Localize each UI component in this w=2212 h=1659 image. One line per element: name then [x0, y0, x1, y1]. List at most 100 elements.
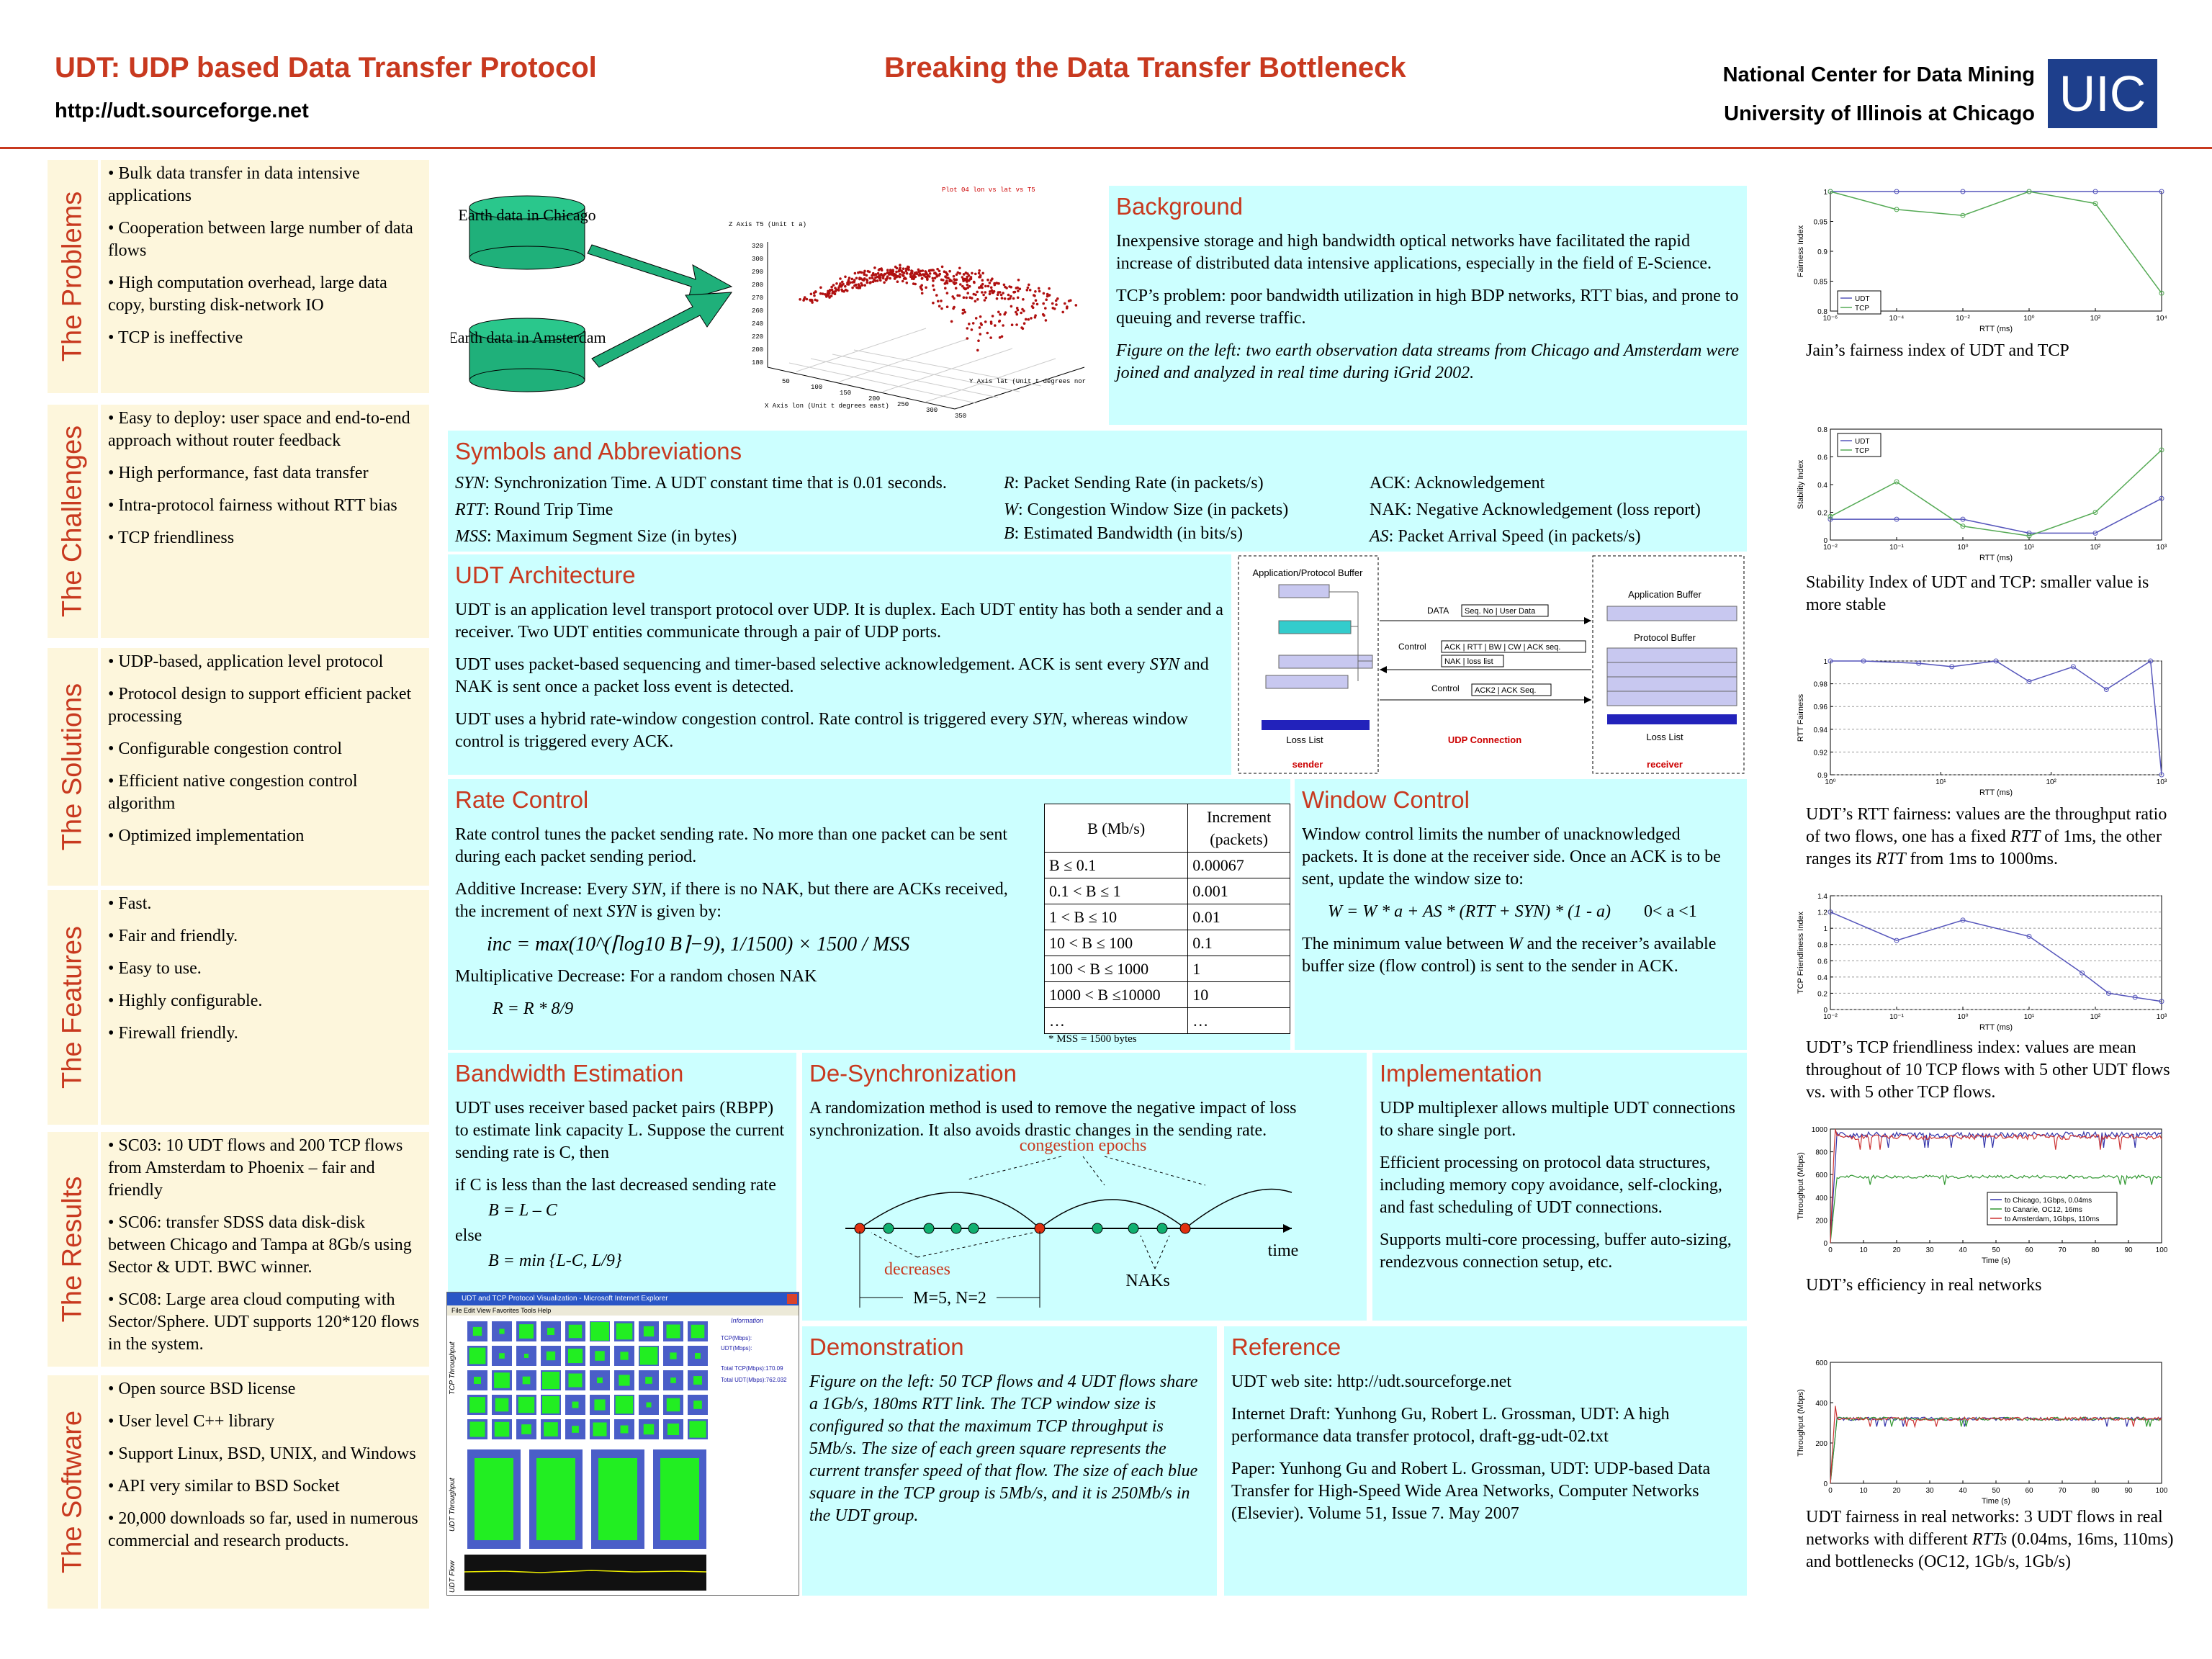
scatter-point [866, 269, 870, 273]
y-tick-label: 1 [1823, 925, 1827, 933]
data-point [2026, 189, 2032, 194]
list-item: • TCP is ineffective [108, 328, 243, 347]
scatter-point [874, 276, 877, 279]
scatter-point [974, 317, 978, 320]
list-item: • Fast. [108, 894, 152, 913]
data-point [1894, 938, 1899, 943]
series-line [1830, 1174, 2162, 1244]
tcp-flow-rate [546, 1351, 556, 1361]
tcp-flow-rate [494, 1372, 510, 1388]
scatter-point [863, 271, 866, 274]
section-title: Bandwidth Estimation [455, 1060, 684, 1087]
series-line [1830, 449, 2162, 536]
x-axis-label: Time (s) [1982, 1256, 2010, 1265]
x-tick-label: 90 [2124, 1246, 2133, 1254]
legend-label: TCP [1855, 305, 1869, 313]
scatter-point [866, 281, 869, 284]
plot-area [1830, 660, 2162, 775]
scatter-point [1015, 310, 1017, 314]
scatter-point [880, 269, 884, 272]
series-line [1830, 1130, 2162, 1244]
tcp-flow-grid [467, 1321, 708, 1439]
scatter-point [1067, 300, 1071, 302]
scatter-point [978, 326, 981, 329]
list-item: • Efficient native congestion control al… [108, 772, 358, 813]
scatter-point [984, 291, 987, 294]
data-point [1960, 189, 1966, 194]
scatter-point [829, 289, 832, 292]
list-item: • Intra-protocol fairness without RTT bi… [108, 496, 397, 515]
data-point [2092, 189, 2098, 194]
tcp-flow-rate [646, 1402, 652, 1408]
scatter-point [989, 286, 993, 289]
challenges-list: • Easy to deploy: user space and end-to-… [101, 405, 429, 638]
tab-challenges: The Challenges [48, 405, 98, 638]
scatter-point [922, 274, 926, 277]
scatter-point [878, 276, 881, 279]
scatter-point [832, 290, 836, 293]
tab-problems: The Problems [48, 160, 98, 393]
tcp-flow-rate [521, 1424, 531, 1434]
list-item: • TCP friendliness [108, 529, 235, 547]
list-item: • Cooperation between large number of da… [108, 219, 413, 260]
scatter-point [991, 277, 994, 280]
x-tick-label: 90 [2124, 1487, 2133, 1495]
scatter-point [814, 298, 817, 302]
scatter-point [1030, 317, 1033, 320]
tcp-flow-rate [469, 1347, 486, 1364]
x-axis-label: Time (s) [1982, 1497, 2010, 1506]
x-tick-label: 60 [2025, 1246, 2033, 1254]
y-tick-label: 0.6 [1817, 454, 1827, 462]
scatter-point [1031, 306, 1035, 310]
section-title: De-Synchronization [809, 1060, 1017, 1087]
scatter-point [1065, 307, 1069, 310]
scatter-point [835, 282, 838, 285]
close-icon[interactable] [787, 1294, 797, 1304]
y-tick-label: 0.9 [1817, 772, 1827, 780]
svg-text:280: 280 [752, 282, 763, 289]
y-tick-label: 0.85 [1814, 279, 1828, 287]
data-point [2092, 201, 2098, 207]
data-point [2026, 530, 2032, 536]
scatter-point [893, 277, 896, 280]
y-axis-label: Y Axis lat (Unit t degrees nor [969, 378, 1086, 385]
scatter-point [1024, 318, 1028, 321]
udp-connection-label: UDP Connection [1448, 734, 1521, 745]
menu-bar[interactable]: File Edit View Favorites Tools Help [447, 1305, 799, 1316]
list-item: • Highly configurable. [108, 992, 263, 1010]
window-titlebar: UDT and TCP Protocol Visualization - Mic… [447, 1292, 799, 1305]
series-line [1830, 1416, 2162, 1484]
scatter-point [1004, 285, 1007, 289]
scatter-point [904, 267, 908, 271]
scatter-point [821, 292, 824, 295]
y-tick-label: 0.4 [1817, 482, 1827, 490]
scatter-point [845, 289, 849, 292]
x-axis-label: RTT (ms) [1979, 554, 2013, 562]
scatter-point [830, 288, 834, 292]
scatter-point [959, 283, 962, 286]
reference-link[interactable]: UDT web site: http://udt.sourceforge.net [1231, 1372, 1512, 1391]
svg-text:150: 150 [840, 390, 851, 397]
scatter-point [1034, 314, 1037, 317]
tcp-flow-rate [643, 1326, 655, 1337]
scatter-point [844, 275, 847, 279]
scatter-point [920, 276, 924, 280]
scatter-point [868, 281, 871, 284]
scatter-point [899, 264, 902, 266]
x-tick-label: 70 [2058, 1487, 2067, 1495]
architecture-diagram: Application/Protocol Buffer Loss List se… [1236, 554, 1747, 775]
scatter-point [1022, 298, 1025, 301]
tcp-flow-rate [593, 1422, 607, 1437]
data-point [2148, 658, 2154, 664]
svg-text:Control: Control [1431, 683, 1460, 693]
tcp-flow-rate [670, 1377, 676, 1383]
y-tick-label: 600 [1815, 1172, 1827, 1179]
udt-flow-rate [660, 1458, 699, 1540]
list-item: • SC03: 10 UDT flows and 200 TCP flows f… [108, 1136, 403, 1200]
scatter-point [984, 320, 987, 323]
project-url[interactable]: http://udt.sourceforge.net [55, 99, 309, 122]
svg-text:UDT(Mbps):: UDT(Mbps): [721, 1345, 752, 1352]
x-tick-label: 10⁰ [1957, 544, 1968, 552]
scatter-point [958, 271, 961, 275]
y-tick-label: 400 [1815, 1195, 1827, 1202]
